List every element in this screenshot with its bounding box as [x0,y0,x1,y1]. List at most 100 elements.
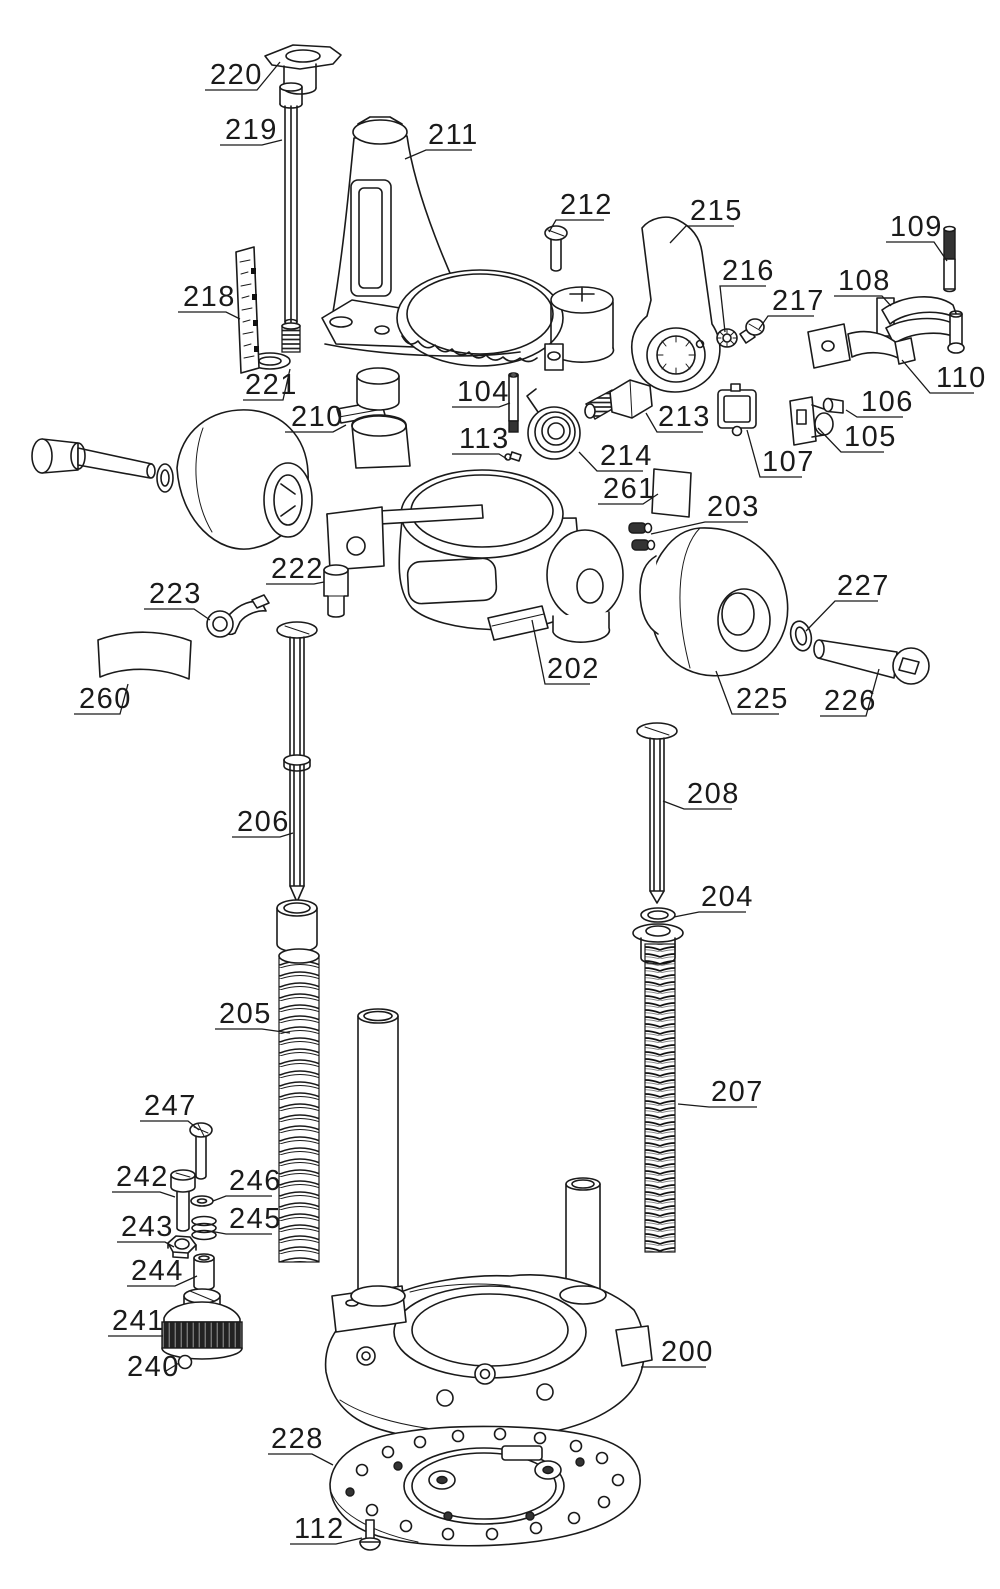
part-225 [639,527,789,677]
part-label-113: 113 [459,423,510,455]
part-label-219: 219 [225,114,278,146]
part-label-240: 240 [127,1351,180,1383]
part-104 [508,372,519,433]
part-label-220: 220 [210,59,263,91]
part-108 [876,295,965,354]
leader-216 [719,285,766,333]
part-228 [329,1425,641,1547]
part-label-211: 211 [428,119,479,151]
part-246 [190,1195,214,1207]
part-244 [193,1253,215,1291]
leader-210 [285,424,347,433]
leader-207 [677,1103,757,1108]
leader-108 [834,295,892,307]
part-207 [644,943,676,1253]
leader-206 [232,832,294,838]
part-109 [943,225,956,293]
leader-215 [669,225,734,244]
part-label-215: 215 [690,195,743,227]
leader-211 [404,149,472,160]
leader-213 [645,412,703,433]
part-240 [177,1354,193,1370]
leader-221 [243,368,291,401]
part-label-202: 202 [547,653,600,685]
part-label-246: 246 [229,1165,282,1197]
part-label-213: 213 [658,401,711,433]
leader-106 [845,409,903,418]
left-knob [176,409,313,550]
leader-104 [452,402,511,408]
part-245 [191,1215,217,1241]
leader-243 [117,1241,175,1248]
part-211 [321,116,615,371]
part-204 [632,907,684,965]
part-label-205: 205 [219,998,272,1030]
part-label-110: 110 [936,362,987,394]
part-labels: 220 219 211 212 215 109 216 108 217 218 … [79,59,987,1545]
part-label-208: 208 [687,778,740,810]
part-112 [359,1519,381,1551]
part-label-109: 109 [890,211,943,243]
leader-218 [178,311,241,320]
leader-lines [74,61,974,1545]
part-label-108: 108 [838,265,891,297]
leader-245 [209,1230,272,1235]
part-label-226: 226 [824,685,877,717]
part-label-244: 244 [131,1255,184,1287]
part-223 [206,594,270,638]
part-label-221: 221 [245,369,298,401]
part-label-210: 210 [291,401,344,433]
part-label-217: 217 [772,285,825,317]
part-261 [651,468,692,518]
leader-261 [598,493,659,505]
part-215 [631,216,721,393]
part-label-105: 105 [844,421,897,453]
part-label-206: 206 [237,806,290,838]
part-219 [279,82,303,353]
left-knob-bolt [31,438,156,479]
part-label-207: 207 [711,1076,764,1108]
part-106 [822,397,844,414]
part-label-106: 106 [861,386,914,418]
part-241 [161,1288,243,1360]
bushing-upper [356,367,400,411]
part-212 [544,225,568,272]
part-label-241: 241 [112,1305,165,1337]
leader-223 [144,608,211,621]
guide-post-left [357,1008,399,1293]
leader-203 [650,521,748,535]
leader-225 [715,670,779,715]
part-label-107: 107 [762,446,815,478]
leader-204 [673,911,746,918]
part-205 [278,948,320,1263]
leader-112 [290,1537,363,1545]
part-label-104: 104 [457,376,510,408]
part-113 [504,451,522,462]
part-label-112: 112 [294,1513,345,1545]
part-label-212: 212 [560,189,613,221]
part-200 [324,1274,653,1442]
part-110 [807,323,916,369]
part-222 [323,564,349,618]
part-label-216: 216 [722,255,775,287]
part-label-218: 218 [183,281,236,313]
leader-222 [266,581,325,585]
part-label-260: 260 [79,683,132,715]
leader-113 [452,453,508,460]
guide-post-right [565,1177,601,1295]
leader-212 [548,219,604,233]
leader-110 [901,359,974,394]
part-227 [789,620,813,652]
part-214 [526,388,581,460]
part-label-227: 227 [837,570,890,602]
leader-242 [112,1191,176,1198]
part-243 [167,1235,197,1259]
part-217 [739,318,765,344]
leader-109 [886,241,948,262]
part-220 [264,44,342,95]
part-213 [584,379,653,420]
part-label-200: 200 [661,1336,714,1368]
leader-107 [746,429,802,478]
